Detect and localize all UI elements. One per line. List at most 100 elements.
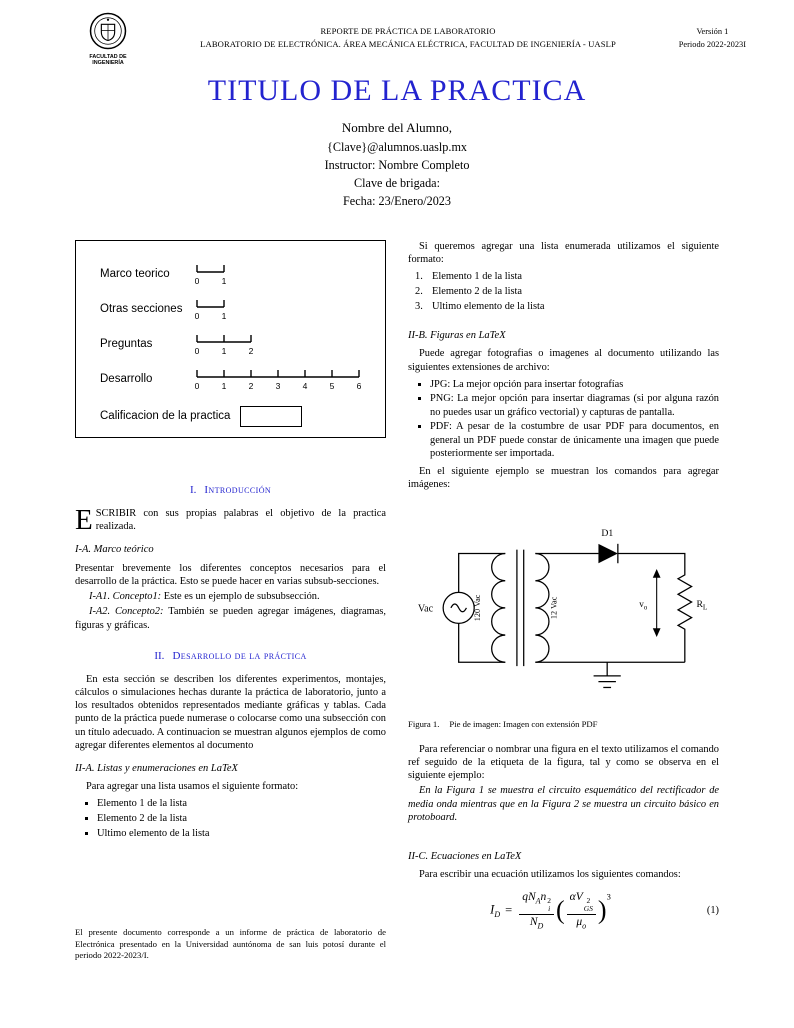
vo-label: vo (639, 599, 648, 611)
scale-tick-label: 5 (330, 381, 335, 391)
grade-label: Calificacion de la practica (100, 410, 231, 423)
date-line: Fecha: 23/Enero/2023 (343, 194, 451, 209)
eq-term: αV (569, 891, 583, 904)
figure-example-intro: En el siguiente ejemplo se muestran los … (408, 465, 719, 491)
circuit-schematic: Vac 120 Vac 12 Vac D1 vo RL (418, 528, 707, 689)
primary-winding-label: 120 Vac (473, 595, 482, 622)
section-heading-desarrollo: II. Desarrollo de la práctica (75, 650, 386, 664)
bullet-icon (415, 420, 430, 460)
rubric-criterion-label: Marco teorico (100, 268, 170, 281)
eq-term-sub: i (548, 904, 551, 914)
arrow-up-icon (652, 569, 661, 579)
eq-power: 3 (606, 891, 611, 902)
subsection-marco-teorico: I-A. Marco teórico (75, 544, 154, 556)
eq-term-sub: o (582, 921, 587, 931)
file-type-list: JPG: La mejor opción para insertar fotog… (415, 378, 719, 460)
eq-denominator: ND (519, 915, 554, 930)
transformer-primary-coil-icon (491, 553, 506, 664)
list-item-text: PNG: La mejor opción para insertar diagr… (430, 393, 719, 418)
period-label: Periodo 2022-2023I (678, 40, 746, 50)
arrow-down-icon (652, 628, 661, 638)
eq-term: μ (576, 916, 583, 929)
wire (617, 553, 686, 572)
eq-term-sub: A (535, 896, 541, 906)
section-title: Introducción (204, 484, 272, 496)
author-block: Nombre del Alumno, {Clave}@alumnos.uaslp… (0, 118, 794, 211)
bullet-icon (82, 812, 97, 825)
section-number: II. (154, 649, 165, 662)
list-item: 1.Elemento 1 de la lista (415, 270, 719, 283)
numbered-list: 1.Elemento 1 de la lista 2.Elemento 2 de … (415, 270, 719, 313)
list-item-text: Ultimo elemento de la lista (97, 827, 210, 839)
scale-tick-label: 0 (195, 311, 200, 321)
sine-wave-icon (450, 603, 468, 613)
header-report-type: REPORTE DE PRÁCTICA DE LABORATORIO (320, 26, 496, 36)
ac-source-icon (442, 592, 475, 625)
grade-input-box (240, 406, 303, 427)
eq-term: qN (522, 891, 536, 904)
subsubsection-concepto2: I-A2. Concepto2: También se pueden agreg… (75, 605, 386, 631)
scale-tick-label: 2 (249, 381, 254, 391)
eq-equals: = (505, 902, 513, 917)
drop-cap: E (75, 503, 93, 536)
wire (458, 623, 506, 664)
figure-1: Vac 120 Vac 12 Vac D1 vo RL (408, 505, 719, 703)
section-title: Desarrollo de la práctica (172, 649, 307, 662)
university-seal-icon (89, 12, 127, 50)
list-item: JPG: La mejor opción para insertar fotog… (415, 378, 719, 391)
right-column: Si queremos agregar una lista enumerada … (408, 240, 719, 1028)
rubric-criterion-label: Preguntas (100, 338, 153, 351)
page-title: TITULO DE LA PRACTICA (207, 74, 587, 107)
logo-caption-line2: INGENIERÍA (92, 60, 124, 67)
equation-number: (1) (706, 905, 719, 917)
bullet-icon (82, 827, 97, 840)
header-version-block: Versión 1 Periodo 2022-2023I (679, 25, 746, 52)
brigade-line: Clave de brigada: (354, 176, 440, 191)
list-item: 3.Ultimo elemento de la lista (415, 300, 719, 313)
bullet-icon (82, 797, 97, 810)
list-number: 3. (415, 300, 423, 312)
scale-tick-label: 3 (276, 381, 281, 391)
list-item-text: JPG: La mejor opción para insertar fotog… (430, 378, 624, 390)
section-heading-introduccion: I.Introducción (75, 484, 386, 498)
resistor-icon (676, 571, 693, 663)
marco-teorico-paragraph: Presentar brevemente los diferentes conc… (75, 562, 386, 587)
figure-caption-label: Figura 1. (408, 719, 440, 730)
eq-term-sub: D (537, 921, 544, 931)
eq-term: N (529, 916, 538, 929)
figure-caption: Figura 1.Pie de imagen: Imagen con exten… (408, 719, 719, 730)
list-item: Ultimo elemento de la lista (82, 827, 386, 840)
scale-tick-label: 1 (222, 381, 227, 391)
list-item: 2.Elemento 2 de la lista (415, 285, 719, 298)
scale-tick-label: 1 (222, 276, 227, 286)
subsubsection-concepto1: I-A1. Concepto1: Este es un ejemplo de s… (75, 590, 386, 603)
eq-term-sub: GS (583, 904, 593, 914)
list-item-text: PDF: A pesar de la costumbre de usar PDF… (430, 421, 719, 459)
list-item-text: Elemento 2 de la lista (97, 813, 188, 825)
diode-label: D1 (601, 528, 613, 539)
list-item-text: Elemento 2 de la lista (432, 286, 523, 298)
instructor-line: Instructor: Nombre Completo (324, 157, 470, 172)
list-item-text: Elemento 1 de la lista (432, 271, 523, 283)
scale-tick-label: 2 (249, 346, 254, 356)
list-item: Elemento 2 de la lista (82, 812, 386, 825)
header-title-block: REPORTE DE PRÁCTICA DE LABORATORIO LABOR… (180, 25, 636, 52)
scale-tick-label: 0 (195, 276, 200, 286)
grade-row: Calificacion de la practica (100, 406, 377, 427)
secondary-winding-label: 12 Vac (550, 597, 559, 620)
enum-intro-paragraph: Si queremos agregar una lista enumerada … (408, 241, 719, 266)
